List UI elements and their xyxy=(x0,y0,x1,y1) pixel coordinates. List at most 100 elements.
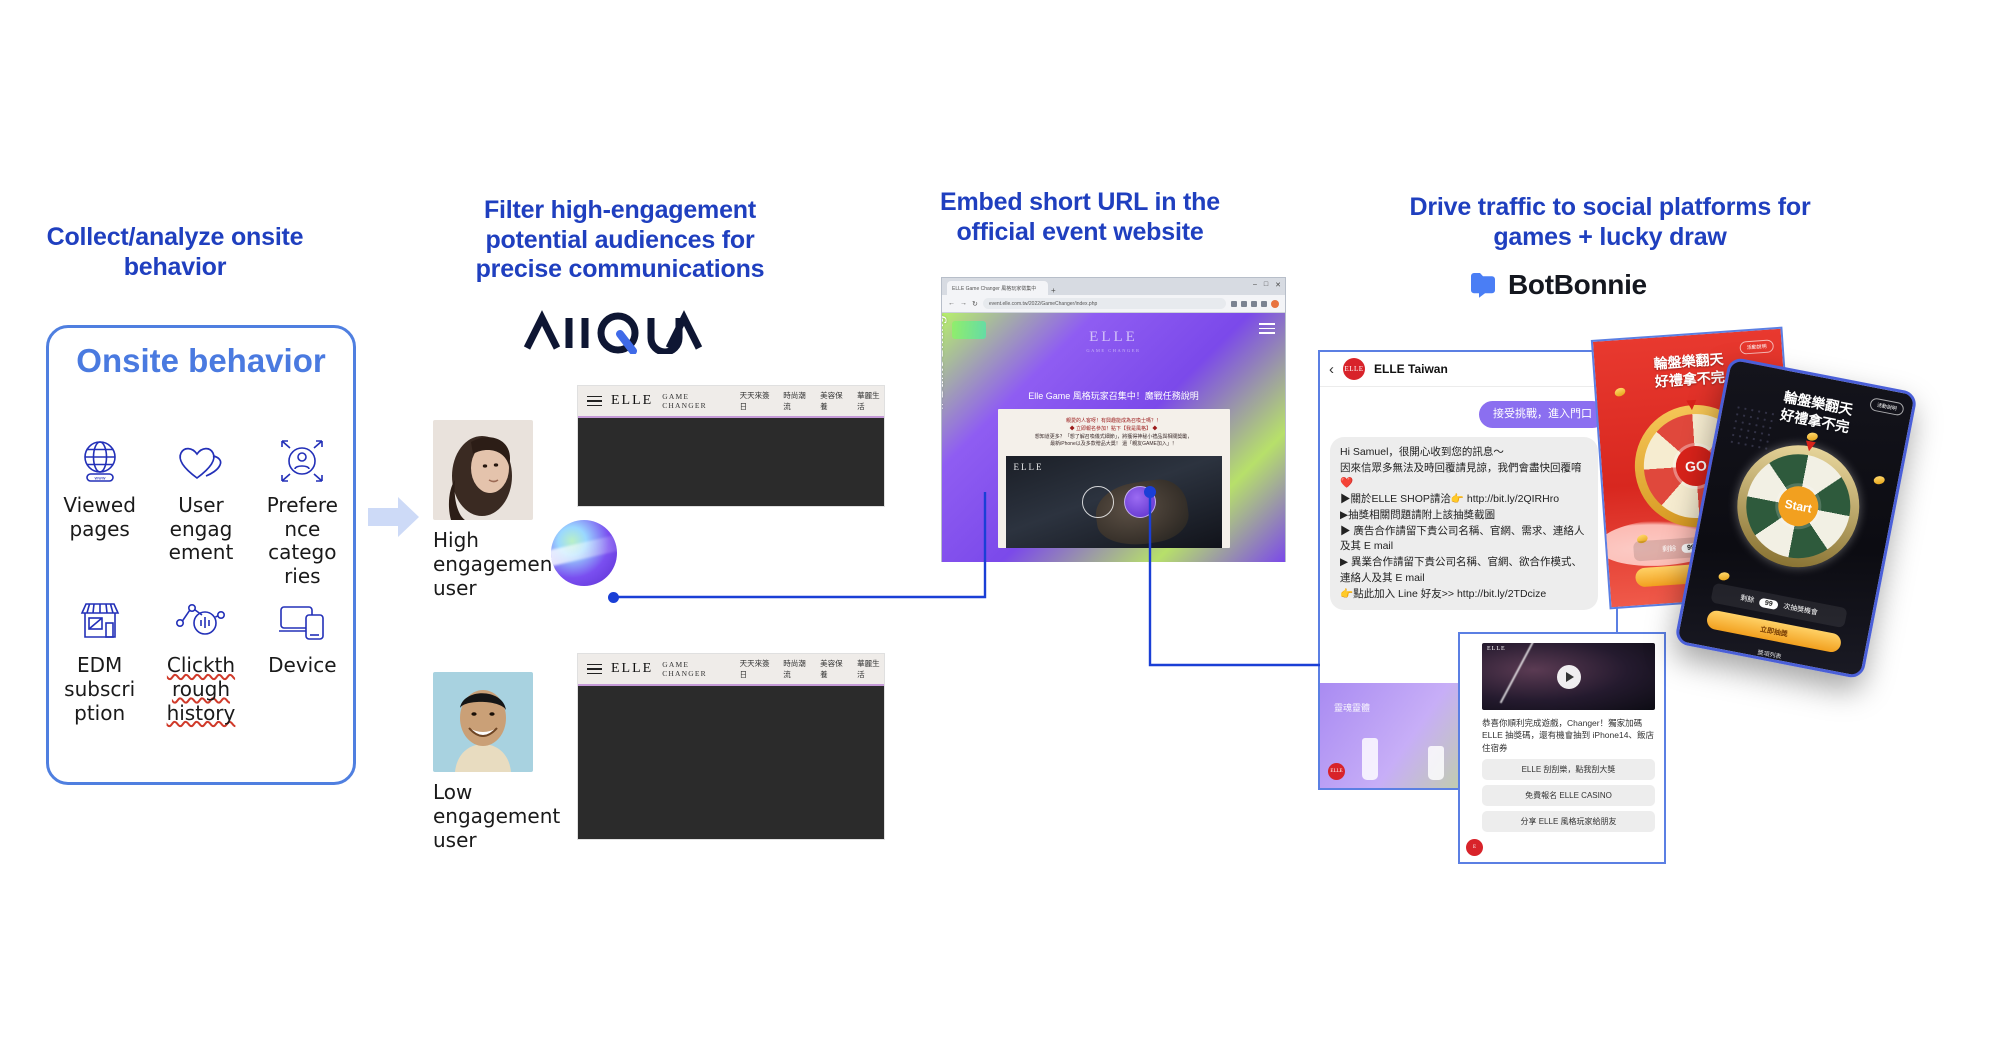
browser-url-bar[interactable]: ← → ↻ event.elle.com.tw/2022/GameChanger… xyxy=(942,295,1285,313)
back-icon[interactable]: ← xyxy=(948,299,955,307)
onsite-item-user-engagement: User engagement xyxy=(150,432,251,588)
extension-icon[interactable] xyxy=(1241,300,1247,307)
maximize-icon[interactable]: □ xyxy=(1263,281,1269,288)
coin-decoration xyxy=(1873,475,1886,485)
elle-site-menu[interactable]: 天天來簽日 時尚潮流 美容保養 華麗生活 xyxy=(740,390,884,412)
elle-site-screenshot-low[interactable]: ELLE GAME CHANGER 天天來簽日 時尚潮流 美容保養 華麗生活 xyxy=(578,654,884,839)
column-2-title: Filter high-engagement potential audienc… xyxy=(475,196,765,283)
video-option-left[interactable] xyxy=(1081,486,1114,518)
browser-tab-title: ELLE Game Changer 風格玩家徵集中 xyxy=(952,285,1037,292)
chat-incoming-bubble: Hi Samuel，很開心收到您的訊息～ 因來信眾多無法及時回覆請見諒，我們會盡… xyxy=(1330,436,1599,611)
double-heart-icon xyxy=(170,432,232,490)
back-chevron-icon[interactable]: ‹ xyxy=(1329,360,1334,378)
elle-badge-icon: E xyxy=(1466,839,1483,856)
reload-icon[interactable]: ↻ xyxy=(972,300,978,308)
reward-button-scratch[interactable]: ELLE 刮刮樂，點我刮大獎 xyxy=(1482,758,1655,780)
wheel-pointer-icon xyxy=(1686,399,1697,411)
onsite-item-preference-categories: Preference categories xyxy=(252,432,353,588)
persona-label: High engagement user xyxy=(433,528,561,600)
elle-badge-icon: ELLE xyxy=(1328,763,1345,780)
preference-target-icon xyxy=(271,432,333,490)
counter-prefix: 剩餘 xyxy=(1739,594,1755,605)
card-line[interactable]: ◆ 立即報名參加！點下【我是風格】 ◆ xyxy=(1069,425,1158,432)
browser-window[interactable]: ELLE Game Changer 風格玩家徵集中 + – □ ✕ ← → ↻ … xyxy=(941,277,1286,562)
video-option-right[interactable] xyxy=(1123,486,1156,518)
elle-menu-item[interactable]: 天天來簽日 xyxy=(739,659,770,679)
elle-menu-item[interactable]: 美容保養 xyxy=(820,391,843,411)
elle-menu-item[interactable]: 美容保養 xyxy=(820,659,843,679)
page-headline: Elle Game 風格玩家召集中！魔戰任務說明 xyxy=(1028,391,1199,401)
aiqua-personalization-bubble xyxy=(551,520,617,586)
elle-site-menu[interactable]: 天天來簽日 時尚潮流 美容保養 華麗生活 xyxy=(740,658,884,680)
elle-brand-wordmark: ELLE xyxy=(611,393,654,408)
reward-button-casino[interactable]: 免費報名 ELLE CASINO xyxy=(1482,784,1655,806)
chat-account-name: ELLE Taiwan xyxy=(1374,362,1448,376)
event-info-card: 親愛的人客呀！有興趣能成為召喚士嗎？！ ◆ 立即報名參加！點下【我是風格】 ◆ … xyxy=(997,409,1230,548)
onsite-item-label: Device xyxy=(268,653,337,678)
botbonnie-mark-icon xyxy=(1468,272,1498,298)
card-line: 親愛的人客呀！有興趣能成為召喚士嗎？！ xyxy=(1065,418,1161,424)
browser-toolbar-icons[interactable] xyxy=(1231,299,1279,308)
play-button-icon[interactable] xyxy=(1556,664,1581,689)
elle-menu-item[interactable]: 天天來簽日 xyxy=(739,391,770,411)
elle-menu-item[interactable]: 華麗生活 xyxy=(857,659,880,679)
browser-tab[interactable]: ELLE Game Changer 風格玩家徵集中 xyxy=(947,281,1048,295)
chat-outgoing-bubble[interactable]: 接受挑戰，進入門口 xyxy=(1479,401,1606,428)
elle-menu-item[interactable]: 華麗生活 xyxy=(857,391,880,411)
onsite-item-label: User engagement xyxy=(168,493,234,565)
onsite-item-label: EDM subscription xyxy=(64,653,136,725)
onsite-item-device: Device xyxy=(252,592,353,725)
close-icon[interactable]: ✕ xyxy=(1275,282,1281,289)
browser-nav-buttons[interactable]: ← → ↻ xyxy=(948,300,978,308)
hamburger-menu-icon[interactable] xyxy=(587,395,602,407)
window-controls[interactable]: – □ ✕ xyxy=(1253,281,1281,289)
hamburger-menu-icon[interactable] xyxy=(587,663,602,675)
card-line: 想知道更多？「想了解召喚儀式細節」，將獲得神秘小禮品與相關獎勵， xyxy=(1034,433,1193,440)
wheel-title-line-2: 好禮拿不完 xyxy=(1654,368,1726,390)
reward-button-share[interactable]: 分享 ELLE 風格玩家給朋友 xyxy=(1482,810,1655,832)
persona-high-engagement: High engagement user xyxy=(433,420,561,600)
browser-tab-bar: ELLE Game Changer 風格玩家徵集中 + – □ ✕ xyxy=(942,278,1285,295)
elle-section-label: GAME CHANGER xyxy=(662,392,707,410)
messenger-reward-card[interactable]: ELLE 恭喜你順利完成遊戲，Changer！獨家加碼 ELLE 抽獎碼，還有機… xyxy=(1458,632,1666,864)
elle-avatar-icon: ELLE xyxy=(1343,358,1365,380)
coin-decoration xyxy=(1718,571,1730,581)
elle-site-screenshot-high[interactable]: ELLE GAME CHANGER 天天來簽日 時尚潮流 美容保養 華麗生活 xyxy=(578,386,884,506)
account-avatar-icon[interactable] xyxy=(1271,299,1279,308)
event-video[interactable]: ELLE xyxy=(1005,456,1222,548)
onsite-item-label: Preference categories xyxy=(266,493,338,588)
site-hamburger-icon[interactable] xyxy=(1259,323,1275,334)
new-tab-icon[interactable]: + xyxy=(1051,286,1056,295)
site-wordmark-sub: GAME CHANGER xyxy=(1086,347,1141,353)
elle-menu-item[interactable]: 時尚潮流 xyxy=(783,391,806,411)
site-logo-icon[interactable] xyxy=(952,321,986,339)
elle-menu-item[interactable]: 時尚潮流 xyxy=(783,659,806,679)
bookmark-icon[interactable] xyxy=(1231,300,1237,307)
persona-low-engagement: Low engagement user xyxy=(433,672,561,852)
onsite-item-edm-subscription: EDM subscription xyxy=(49,592,150,725)
forward-icon[interactable]: → xyxy=(960,299,967,307)
url-input[interactable]: event.elle.com.tw/2022/GameChanger/index… xyxy=(982,298,1226,309)
column-3-title: Embed short URL in the official event we… xyxy=(940,188,1220,246)
onsite-item-clickthrough-history: Clickthrough history xyxy=(150,592,251,725)
chat-header: ‹ ELLE ELLE Taiwan xyxy=(1320,352,1616,387)
persona-label: Low engagement user xyxy=(433,780,561,852)
column-4-title: Drive traffic to social platforms for ga… xyxy=(1409,193,1811,251)
site-wordmark: ELLE GAME CHANGER xyxy=(1086,329,1141,353)
chat-message-list: 接受挑戰，進入門口 Hi Samuel，很開心收到您的訊息～ 因來信眾多無法及時… xyxy=(1320,387,1616,611)
svg-text:www: www xyxy=(94,476,106,481)
elle-section-label: GAME CHANGER xyxy=(662,660,707,678)
onsite-behavior-box: Onsite behavior www Viewed pages xyxy=(46,325,356,785)
share-icon[interactable] xyxy=(1261,300,1267,307)
product-bottle-icon xyxy=(1428,746,1444,780)
man-portrait-avatar xyxy=(433,672,533,772)
minimize-icon[interactable]: – xyxy=(1252,281,1257,288)
elle-brand-wordmark: ELLE xyxy=(611,661,654,676)
reward-video-thumbnail[interactable]: ELLE xyxy=(1482,643,1655,710)
analytics-node-icon xyxy=(170,592,232,650)
prize-wheel[interactable]: Start xyxy=(1726,434,1870,578)
video-brand-label: ELLE xyxy=(1487,646,1506,652)
grid-icon[interactable] xyxy=(1251,300,1257,307)
woman-portrait-avatar xyxy=(433,420,533,520)
